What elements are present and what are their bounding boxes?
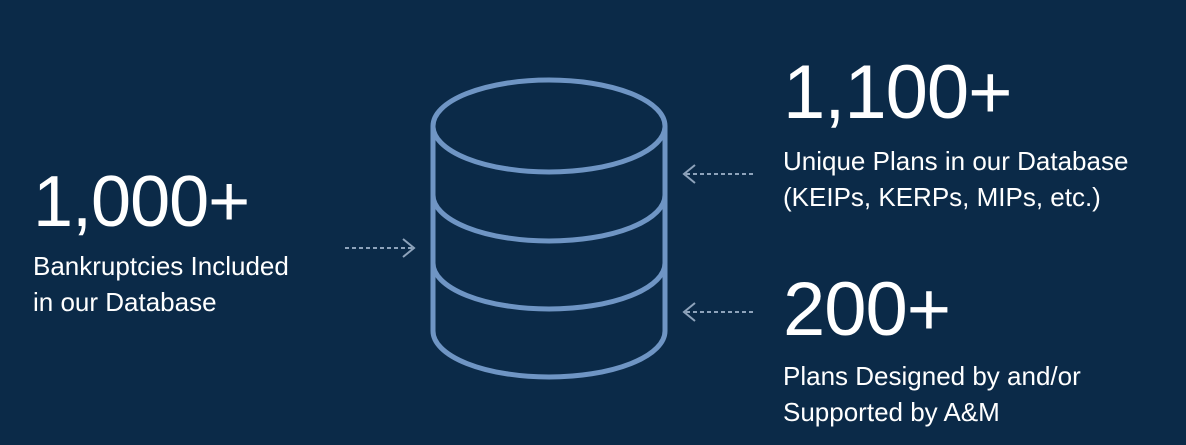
arrow-right-icon	[345, 238, 416, 258]
stat-am-plans: 200+ Plans Designed by and/or Supported …	[783, 272, 1081, 430]
database-middle-band	[430, 126, 668, 380]
arrow-left-icon	[682, 302, 754, 322]
database-icon	[430, 77, 668, 380]
stat-bankruptcies-number: 1,000+	[33, 162, 250, 242]
stat-bankruptcies-caption-line1: Bankruptcies Included	[33, 251, 289, 281]
stat-bankruptcies-caption-line2: in our Database	[33, 287, 217, 317]
arrow-right-head	[402, 238, 416, 258]
stat-am-plans-caption-line1: Plans Designed by and/or	[783, 361, 1081, 391]
stat-bankruptcies: 1,000+ Bankruptcies Included in our Data…	[33, 166, 289, 320]
stat-unique-plans-caption-line2: (KEIPs, KERPs, MIPs, etc.)	[783, 182, 1101, 212]
stat-am-plans-caption-line2: Supported by A&M	[783, 397, 1000, 427]
arrow-left-lower-head	[682, 302, 696, 322]
arrow-left-upper-head	[682, 164, 696, 184]
database-divider-upper	[430, 194, 668, 244]
stat-bankruptcies-caption: Bankruptcies Included in our Database	[33, 248, 289, 320]
database-divider-lower	[430, 262, 668, 312]
stat-am-plans-number: 200+	[783, 267, 951, 352]
stat-am-plans-caption: Plans Designed by and/or Supported by A&…	[783, 358, 1081, 430]
database-top-ellipse	[430, 77, 668, 175]
stat-unique-plans-caption-line1: Unique Plans in our Database	[783, 146, 1129, 176]
stat-unique-plans-caption: Unique Plans in our Database (KEIPs, KER…	[783, 143, 1128, 215]
stat-unique-plans-number: 1,100+	[783, 50, 1013, 135]
arrow-left-icon	[682, 164, 754, 184]
stat-unique-plans: 1,100+ Unique Plans in our Database (KEI…	[783, 55, 1128, 215]
